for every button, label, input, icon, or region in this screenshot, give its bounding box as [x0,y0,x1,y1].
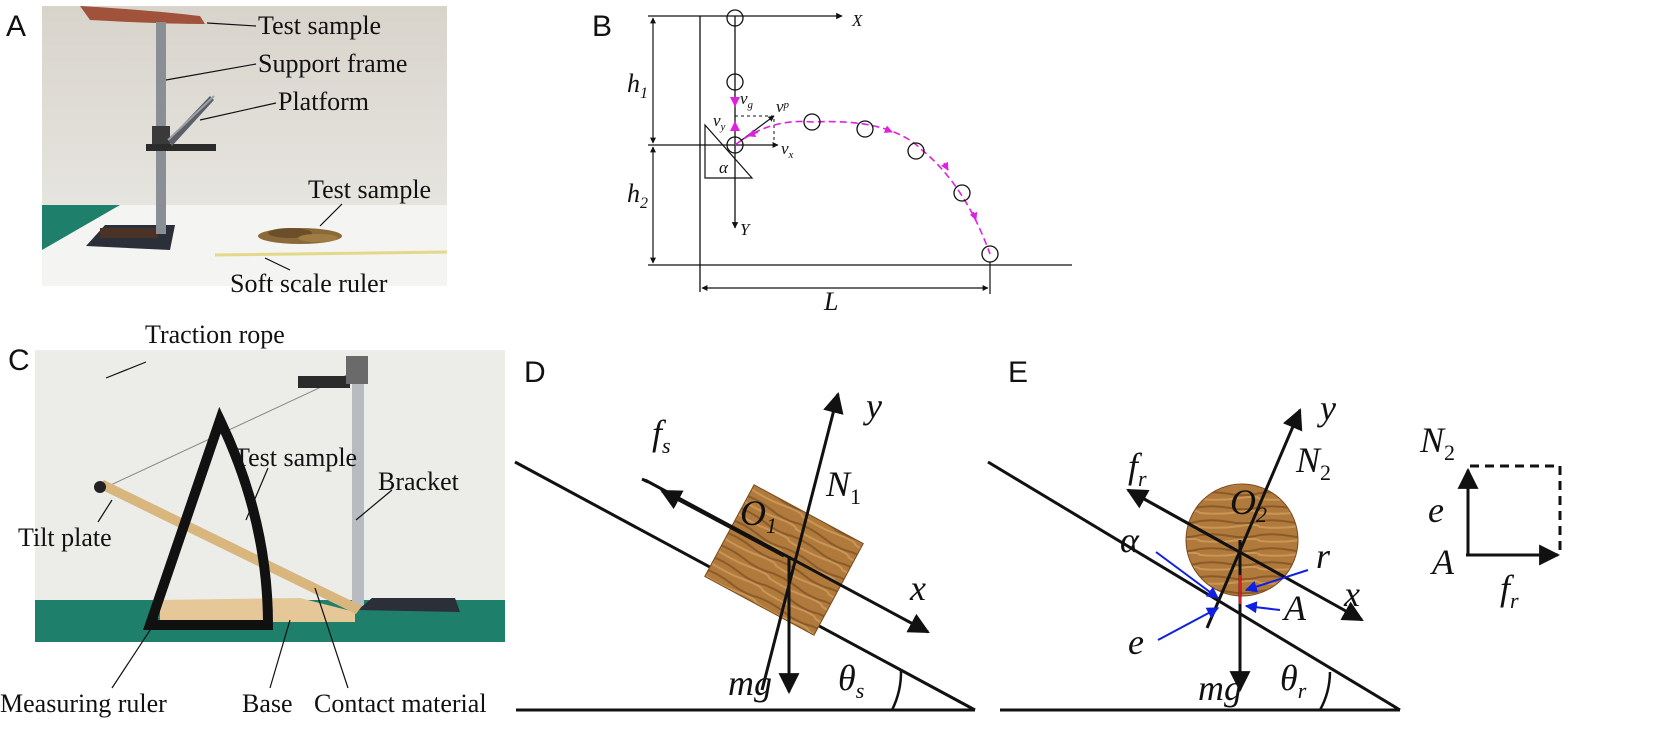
label-r: r [1316,536,1331,576]
label-h2: h2 [627,179,648,212]
label-tilt-plate: Tilt plate [18,523,112,552]
incline-e [987,460,1401,712]
panel-a: A Test sample Support frame Plat [6,6,448,298]
label-L: L [823,287,838,316]
label-fr: fr [1128,446,1147,491]
label-y-d: y [863,386,882,426]
label-vp: vp [776,97,790,116]
label-vy: vy [713,111,726,133]
panel-b: B [592,9,1072,316]
measuring-ruler [143,406,274,630]
panel-d-letter: D [524,356,546,389]
label-vg: vg [740,89,754,111]
label-theta-r: θr [1280,658,1307,703]
label-e: e [1128,622,1144,662]
panel-c-letter: C [8,344,30,377]
base-board [160,598,355,622]
label-inset-A: A [1430,542,1455,582]
label-alpha-b: α [719,158,729,177]
label-x-e: x [1343,574,1360,614]
label-alpha-e: α [1120,520,1140,560]
trajectory-curve [734,120,991,255]
axis-y-d [760,391,844,691]
panel-d: D fs y N1 O1 x mg θs [514,356,976,712]
label-test-sample-c: Test sample [234,443,357,472]
panel-a-letter: A [6,10,26,43]
tilt-plate [98,480,362,614]
label-base: Base [242,689,293,718]
label-support-frame: Support frame [258,49,407,78]
label-measuring-ruler: Measuring ruler [0,689,167,718]
panel-c: C Traction rope Test sample Bracket Tilt… [0,320,505,718]
wood-block [704,484,864,636]
label-x-d: x [909,568,926,608]
panel-e: E y N2 fr O2 α r x A e mg θr [987,356,1562,712]
platform-plate [168,96,214,146]
label-O1: O1 [740,493,777,538]
label-h1: h1 [627,69,648,102]
label-y-e: y [1317,388,1336,428]
label-theta-s: θs [838,658,864,703]
inset-force-diagram: N2 e A fr [1419,420,1562,613]
label-bracket: Bracket [378,467,460,496]
label-inset-e: e [1428,490,1444,530]
traction-rope [99,367,363,491]
label-mg-e: mg [1198,668,1242,708]
label-y-axis: Y [740,220,751,239]
particle-positions [726,9,999,263]
label-test-sample-pile: Test sample [308,175,431,204]
label-fs: fs [652,413,671,458]
label-mg-d: mg [728,663,772,703]
force-fs [660,489,785,558]
label-inset-fr: fr [1500,568,1519,613]
force-fr [1126,488,1233,550]
axis-y-e [1205,408,1303,629]
label-platform: Platform [278,87,369,116]
label-traction-rope: Traction rope [145,320,285,349]
label-N2: N2 [1295,440,1331,485]
label-vx: vx [781,139,794,161]
panel-b-letter: B [592,10,612,43]
label-O2: O2 [1230,482,1267,527]
panel-e-letter: E [1008,356,1028,389]
bracket-pole [352,384,364,606]
sample-pile [258,228,342,244]
label-N1: N1 [825,464,861,509]
label-A: A [1282,588,1307,628]
label-test-sample-top: Test sample [258,11,381,40]
label-x-axis: X [851,11,863,30]
soft-ruler [214,250,448,257]
label-contact-material: Contact material [314,689,487,718]
label-inset-N2: N2 [1419,420,1455,465]
label-soft-scale-ruler: Soft scale ruler [230,269,388,298]
